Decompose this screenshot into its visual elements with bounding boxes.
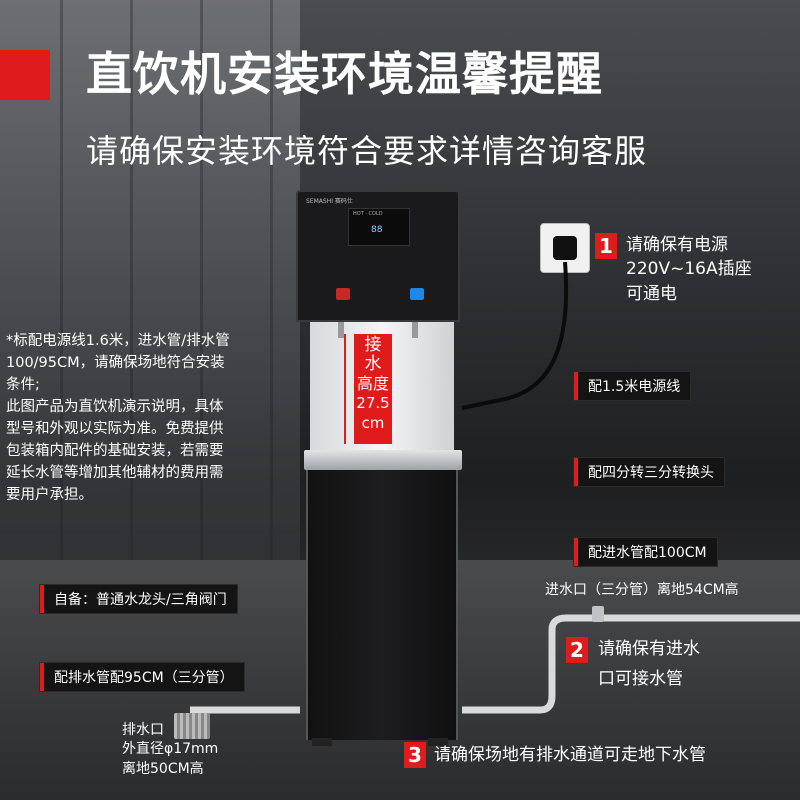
note-line: 包装箱内配件的基础安装，若需要 [6,443,224,459]
angle-valve [592,606,604,622]
machine-cabinet [306,470,458,740]
machine-foot [312,738,332,746]
callout-self-prepare: 自备：普通水龙头/三角阀门 [40,585,237,613]
step-3-badge: 3 [404,742,426,768]
height-value: 27.5 [356,394,390,412]
control-panel: HOT · COLD 88 [348,208,410,246]
step-2-line-1: 请确保有进水 [598,639,700,659]
height-label-2: 水 [364,354,382,374]
panel-label: HOT · COLD [353,211,383,217]
note-line: 条件; [6,377,40,393]
callout-text: 配四分转三分转换头 [588,465,714,481]
note-line: 此图产品为直饮机演示说明，具体 [6,399,224,415]
note-line: 要用户承担。 [6,487,93,503]
machine-top-panel: SEMASHI 赛码仕 HOT · COLD 88 [296,190,460,322]
step-1-line-1: 请确保有电源 [626,235,728,255]
machine-foot [428,738,448,746]
height-indicator: 接 水 高度 27.5 cm [354,334,392,444]
step-3-line-1: 请确保场地有排水通道可走地下水管 [434,745,706,765]
inlet-note: 进水口（三分管）离地54CM高 [545,582,739,598]
callout-power-cable: 配1.5米电源线 [574,372,691,400]
callout-text: 配进水管配100CM [588,545,707,561]
callout-inlet-pipe: 配进水管配100CM [574,538,717,566]
page-title: 直饮机安装环境温馨提醒 [86,47,603,101]
panel-display: 88 [371,225,383,235]
callout-text: 配1.5米电源线 [588,379,681,395]
drip-tray [304,450,462,470]
callout-text: 自备：普通水龙头/三角阀门 [54,592,227,608]
step-1-badge: 1 [595,233,617,259]
note-line: 延长水管等增加其他辅材的费用需 [6,465,224,481]
note-line: *标配电源线1.6米，进水管/排水管 [6,333,230,349]
hot-water-button [336,288,350,300]
step-1-line-3: 可通电 [626,284,677,304]
note-line: 100/95CM，请确保场地符合安装 [6,355,225,371]
page-subtitle: 请确保安装环境符合要求详情咨询客服 [86,132,648,170]
drain-note-3: 离地50CM高 [122,761,204,777]
step-2-badge: 2 [566,637,588,663]
drain-note-2: 外直径φ17mm [122,741,219,757]
height-label-1: 接 [364,335,382,355]
callout-text: 配排水管配95CM（三分管） [54,670,234,686]
height-indicator-line [344,334,346,444]
cold-tap [412,322,418,338]
floor-drain [174,713,210,739]
machine-brand: SEMASHI 赛码仕 [306,198,353,205]
power-plug [553,236,577,260]
office-window [0,0,300,560]
installation-note: *标配电源线1.6米，进水管/排水管 100/95CM，请确保场地符合安装 条件… [6,330,290,506]
drain-note-1: 排水口 [122,722,164,738]
height-label-3: 高度 [356,374,389,393]
step-2-line-2: 口可接水管 [598,669,683,689]
step-1-line-2: 220V~16A插座 [626,259,752,279]
title-accent-block [0,50,50,100]
hot-tap [338,322,344,338]
callout-drain-pipe: 配排水管配95CM（三分管） [40,663,244,691]
note-line: 型号和外观以实际为准。免费提供 [6,421,224,437]
callout-adapter: 配四分转三分转换头 [574,458,724,486]
height-unit: cm [361,414,385,432]
cold-water-button [410,288,424,300]
